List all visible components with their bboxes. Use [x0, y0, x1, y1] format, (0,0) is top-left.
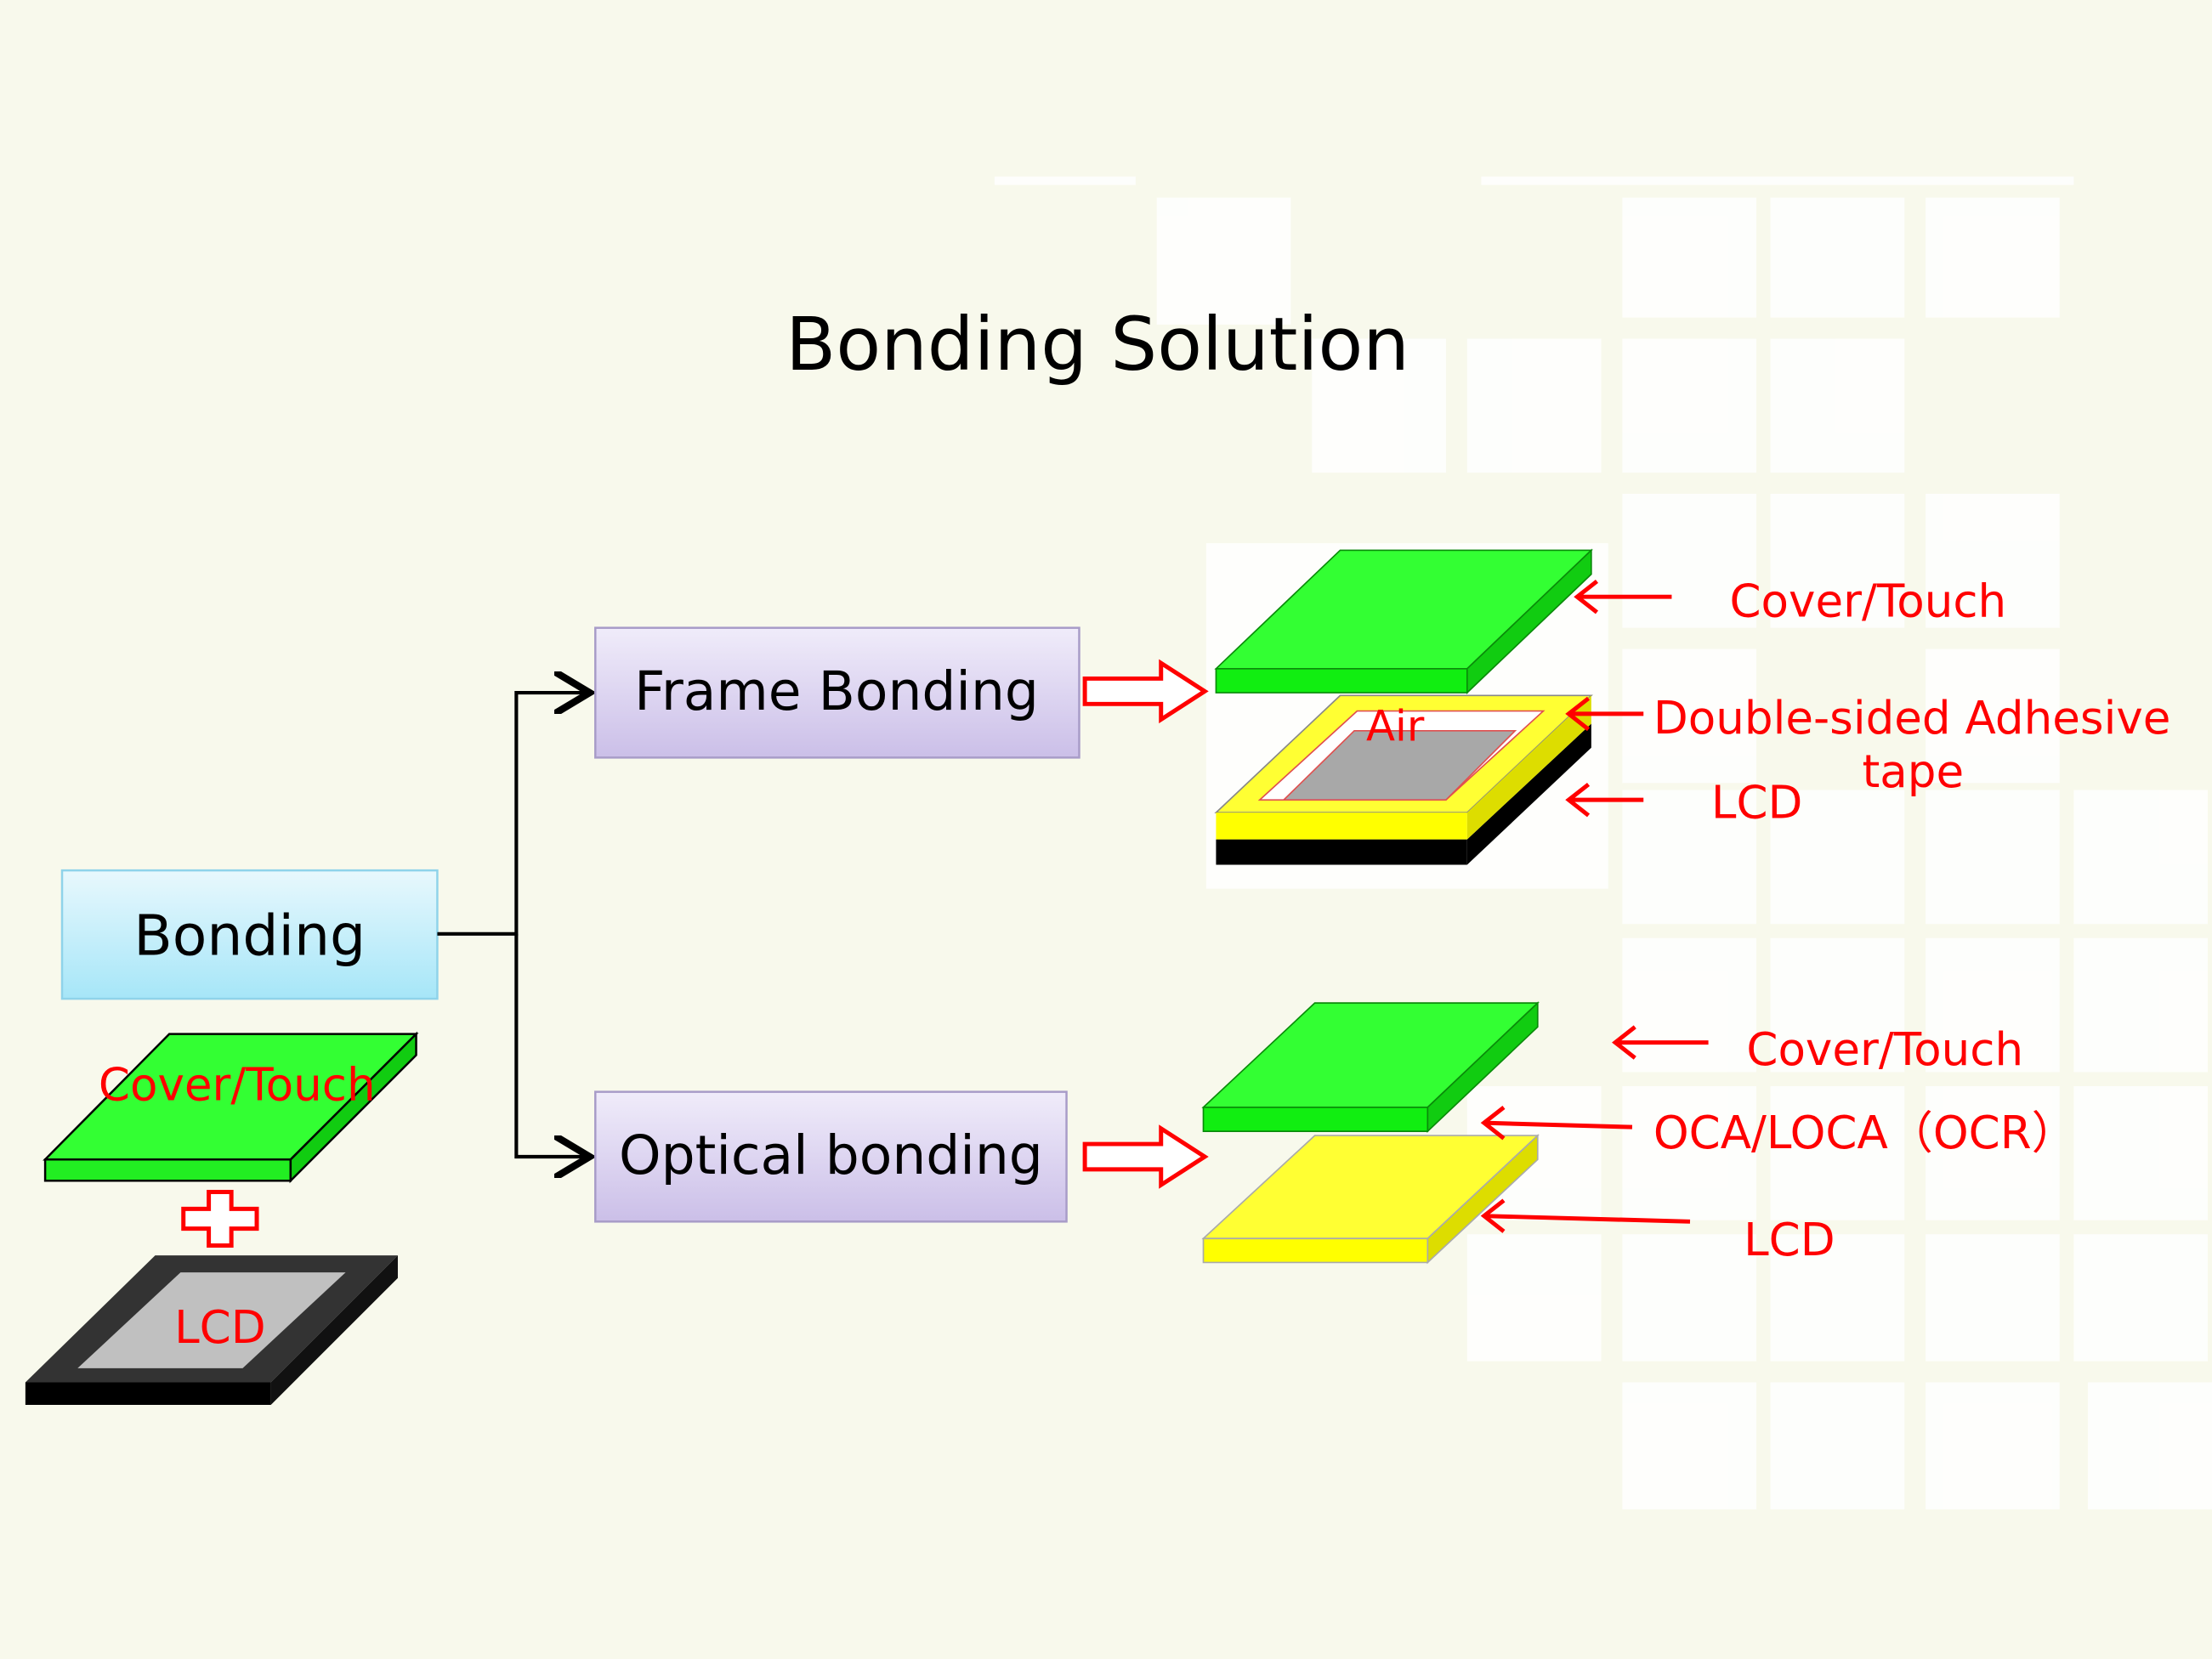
left-cover-touch-layer [43, 1031, 419, 1184]
frame-adhesive-tape-layer [1214, 694, 1593, 865]
optical-bonding-label: Optical bonding [619, 1124, 1043, 1186]
adhesive-tape-label: Double-sided Adhesive [1653, 692, 2171, 745]
frame-lcd-label: LCD [1711, 777, 1803, 830]
optical-arrow-icon [1082, 1124, 1209, 1189]
oca-loca-label: OCA/LOCA（OCR） [1653, 1107, 2077, 1159]
optical-lcd-layer [1201, 1134, 1540, 1265]
background-tiles [994, 176, 2212, 1509]
left-lcd-label: LCD [174, 1301, 266, 1354]
left-cover-touch-label: Cover/Touch [99, 1059, 376, 1112]
optical-bonding-box: Optical bonding [594, 1090, 1068, 1223]
frame-cover-touch-label: Cover/Touch [1729, 575, 2006, 627]
frame-annotation-arrows [1565, 579, 1672, 818]
plus-icon [181, 1189, 259, 1248]
bonding-box: Bonding [60, 869, 439, 1000]
left-lcd-layer [25, 1255, 398, 1406]
frame-bonding-box: Frame Bonding [594, 626, 1080, 759]
air-label: Air [1366, 701, 1425, 750]
optical-cover-touch-label: Cover/Touch [1746, 1023, 2023, 1076]
optical-cover-touch-layer [1201, 1001, 1540, 1134]
frame-arrow-icon [1082, 659, 1209, 724]
frame-bonding-label: Frame Bonding [634, 660, 1039, 722]
optical-annotation-arrows [1480, 1025, 1709, 1233]
frame-cover-touch-layer [1214, 548, 1593, 694]
adhesive-tape-label-line2: tape [1862, 745, 1964, 798]
optical-lcd-label: LCD [1744, 1214, 1835, 1266]
bonding-label: Bonding [133, 903, 366, 969]
page-title: Bonding Solution [786, 303, 1409, 388]
tree-connectors [437, 693, 589, 1157]
